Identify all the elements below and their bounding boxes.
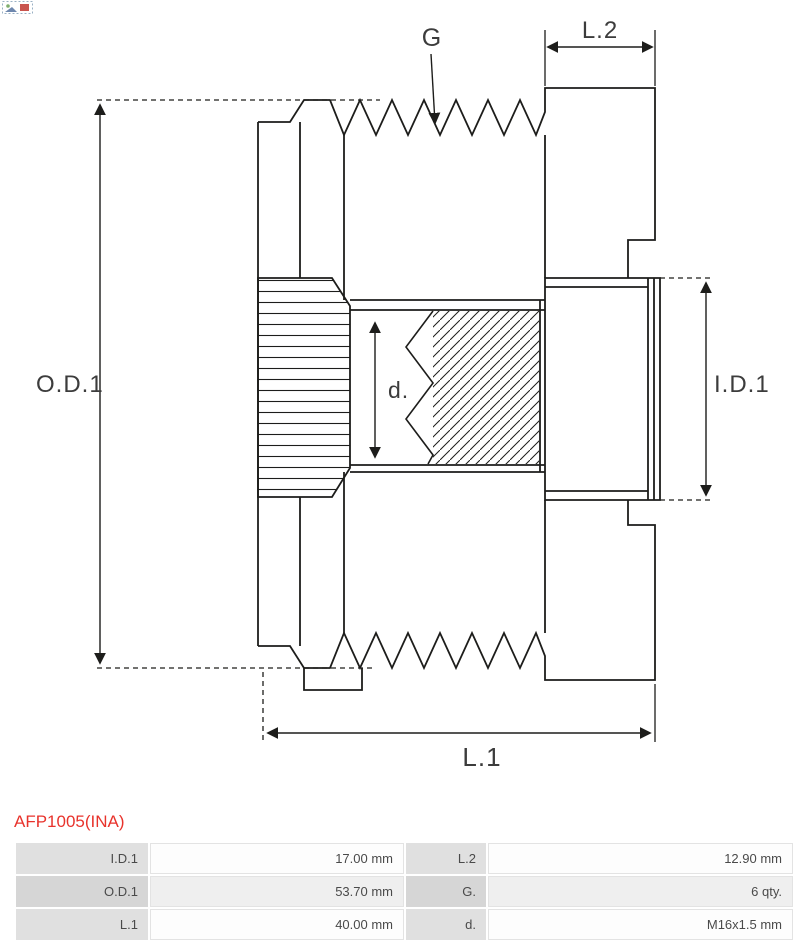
spec-row: I.D.1 17.00 mm L.2 12.90 mm (16, 843, 793, 874)
extension-lines-solid (544, 30, 656, 742)
lower-profile (258, 500, 656, 681)
spec-row: O.D.1 53.70 mm G. 6 qty. (16, 876, 793, 907)
spec-table: I.D.1 17.00 mm L.2 12.90 mm O.D.1 53.70 … (14, 841, 795, 942)
spec-value-g: 6 qty. (488, 876, 793, 907)
web-verticals (299, 122, 546, 646)
label-l2: L.2 (582, 17, 618, 44)
spec-label-l1: L.1 (16, 909, 148, 940)
spec-value-d: M16x1.5 mm (488, 909, 793, 940)
label-d: d. (388, 377, 409, 403)
bearing-race-block (544, 277, 661, 501)
dimension-labels: G L.2 O.D.1 I.D.1 d. L.1 (36, 17, 770, 772)
broken-image-glyph (2, 1, 33, 14)
label-od1: O.D.1 (36, 371, 104, 398)
spec-row: L.1 40.00 mm d. M16x1.5 mm (16, 909, 793, 940)
dimension-lines (94, 41, 712, 739)
spec-value-l2: 12.90 mm (488, 843, 793, 874)
spec-value-id1: 17.00 mm (150, 843, 404, 874)
label-l1: L.1 (462, 742, 501, 772)
spec-label-id1: I.D.1 (16, 843, 148, 874)
spec-value-l1: 40.00 mm (150, 909, 404, 940)
pulley-drawing-area: G L.2 O.D.1 I.D.1 d. L.1 (36, 17, 770, 772)
bore-lines (350, 299, 545, 473)
spec-value-od1: 53.70 mm (150, 876, 404, 907)
g-leader-line (428, 53, 441, 125)
label-g: G (422, 24, 442, 52)
spec-label-g: G. (406, 876, 486, 907)
upper-profile (258, 87, 656, 278)
hub-serrated-section (257, 277, 351, 498)
thread-profile-zigzag (405, 310, 434, 465)
part-number-link[interactable]: AFP1005(INA) (14, 812, 125, 831)
spec-label-l2: L.2 (406, 843, 486, 874)
bottom-left-step (303, 668, 363, 691)
thread-hatch-section (405, 310, 539, 465)
label-id1: I.D.1 (714, 371, 770, 398)
extension-lines-dashed (97, 99, 714, 742)
pulley-technical-drawing: G L.2 O.D.1 I.D.1 d. L.1 (36, 17, 770, 772)
broken-image-icon (2, 1, 38, 15)
spec-label-d: d. (406, 909, 486, 940)
spec-label-od1: O.D.1 (16, 876, 148, 907)
